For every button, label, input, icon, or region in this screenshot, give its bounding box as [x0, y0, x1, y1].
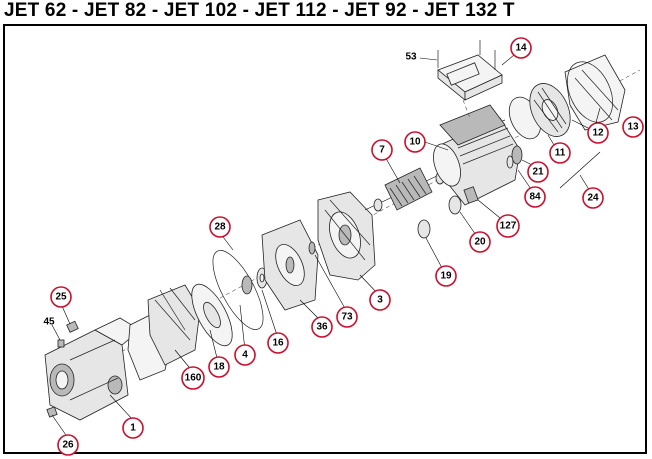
svg-text:11: 11: [555, 148, 566, 159]
callout-19: 19: [435, 265, 457, 287]
seal-plate: [261, 219, 319, 311]
label-53: 53: [405, 52, 417, 63]
svg-text:16: 16: [272, 338, 284, 349]
pump-body: [44, 317, 141, 421]
svg-text:13: 13: [627, 122, 639, 133]
callout-16: 16: [267, 332, 289, 354]
diagram-title: JET 62 - JET 82 - JET 102 - JET 112 - JE…: [4, 0, 515, 21]
callout-18: 18: [208, 356, 230, 378]
callout-28: 28: [209, 216, 231, 238]
callout-12: 12: [587, 122, 609, 144]
bearing-19: [417, 219, 431, 239]
rear-bearing-parts: [506, 145, 523, 169]
svg-text:10: 10: [409, 137, 421, 148]
callout-160: 160: [181, 366, 205, 390]
motor-housing: [433, 104, 521, 206]
callout-21: 21: [527, 161, 549, 183]
callout-13: 13: [622, 116, 644, 138]
callout-20: 20: [469, 231, 491, 253]
svg-text:19: 19: [440, 271, 452, 282]
ring-73: [308, 241, 316, 255]
impeller: [191, 283, 233, 347]
callout-25: 25: [50, 286, 72, 308]
motor-bracket: [317, 191, 376, 281]
svg-text:127: 127: [500, 221, 517, 232]
callout-11: 11: [549, 142, 571, 164]
svg-text:3: 3: [377, 295, 383, 306]
callout-127: 127: [496, 214, 520, 238]
callout-14: 14: [510, 37, 532, 59]
plug-parts: [57, 320, 79, 348]
callout-73: 73: [336, 306, 358, 328]
svg-text:24: 24: [587, 193, 599, 204]
svg-text:160: 160: [185, 373, 202, 384]
callout-24: 24: [582, 187, 604, 209]
svg-text:26: 26: [62, 440, 74, 451]
terminal-box-cover: [437, 40, 503, 119]
callout-84: 84: [524, 186, 546, 208]
svg-text:84: 84: [529, 192, 541, 203]
svg-text:28: 28: [214, 222, 226, 233]
svg-text:21: 21: [532, 167, 544, 178]
svg-text:25: 25: [55, 292, 67, 303]
tie-rod: [559, 151, 601, 189]
callout-10: 10: [404, 131, 426, 153]
capacitor-parts: [448, 186, 479, 215]
svg-text:12: 12: [592, 128, 604, 139]
callout-3: 3: [369, 289, 391, 311]
svg-text:20: 20: [474, 237, 486, 248]
callout-1: 1: [122, 417, 144, 439]
svg-text:18: 18: [213, 362, 225, 373]
svg-text:14: 14: [515, 43, 527, 54]
label-45: 45: [43, 317, 55, 328]
svg-text:73: 73: [341, 312, 353, 323]
callout-7: 7: [371, 139, 393, 161]
svg-text:4: 4: [242, 350, 248, 361]
callout-26: 26: [57, 434, 79, 456]
diffuser: [127, 284, 201, 381]
callout-4: 4: [234, 344, 256, 366]
fan-cover: [564, 54, 626, 131]
svg-text:7: 7: [379, 145, 385, 156]
rear-shield-and-fan: [508, 83, 571, 140]
callout-36: 36: [311, 316, 333, 338]
svg-text:36: 36: [316, 322, 328, 333]
mechanical-seal: [241, 267, 268, 295]
svg-text:1: 1: [130, 423, 136, 434]
